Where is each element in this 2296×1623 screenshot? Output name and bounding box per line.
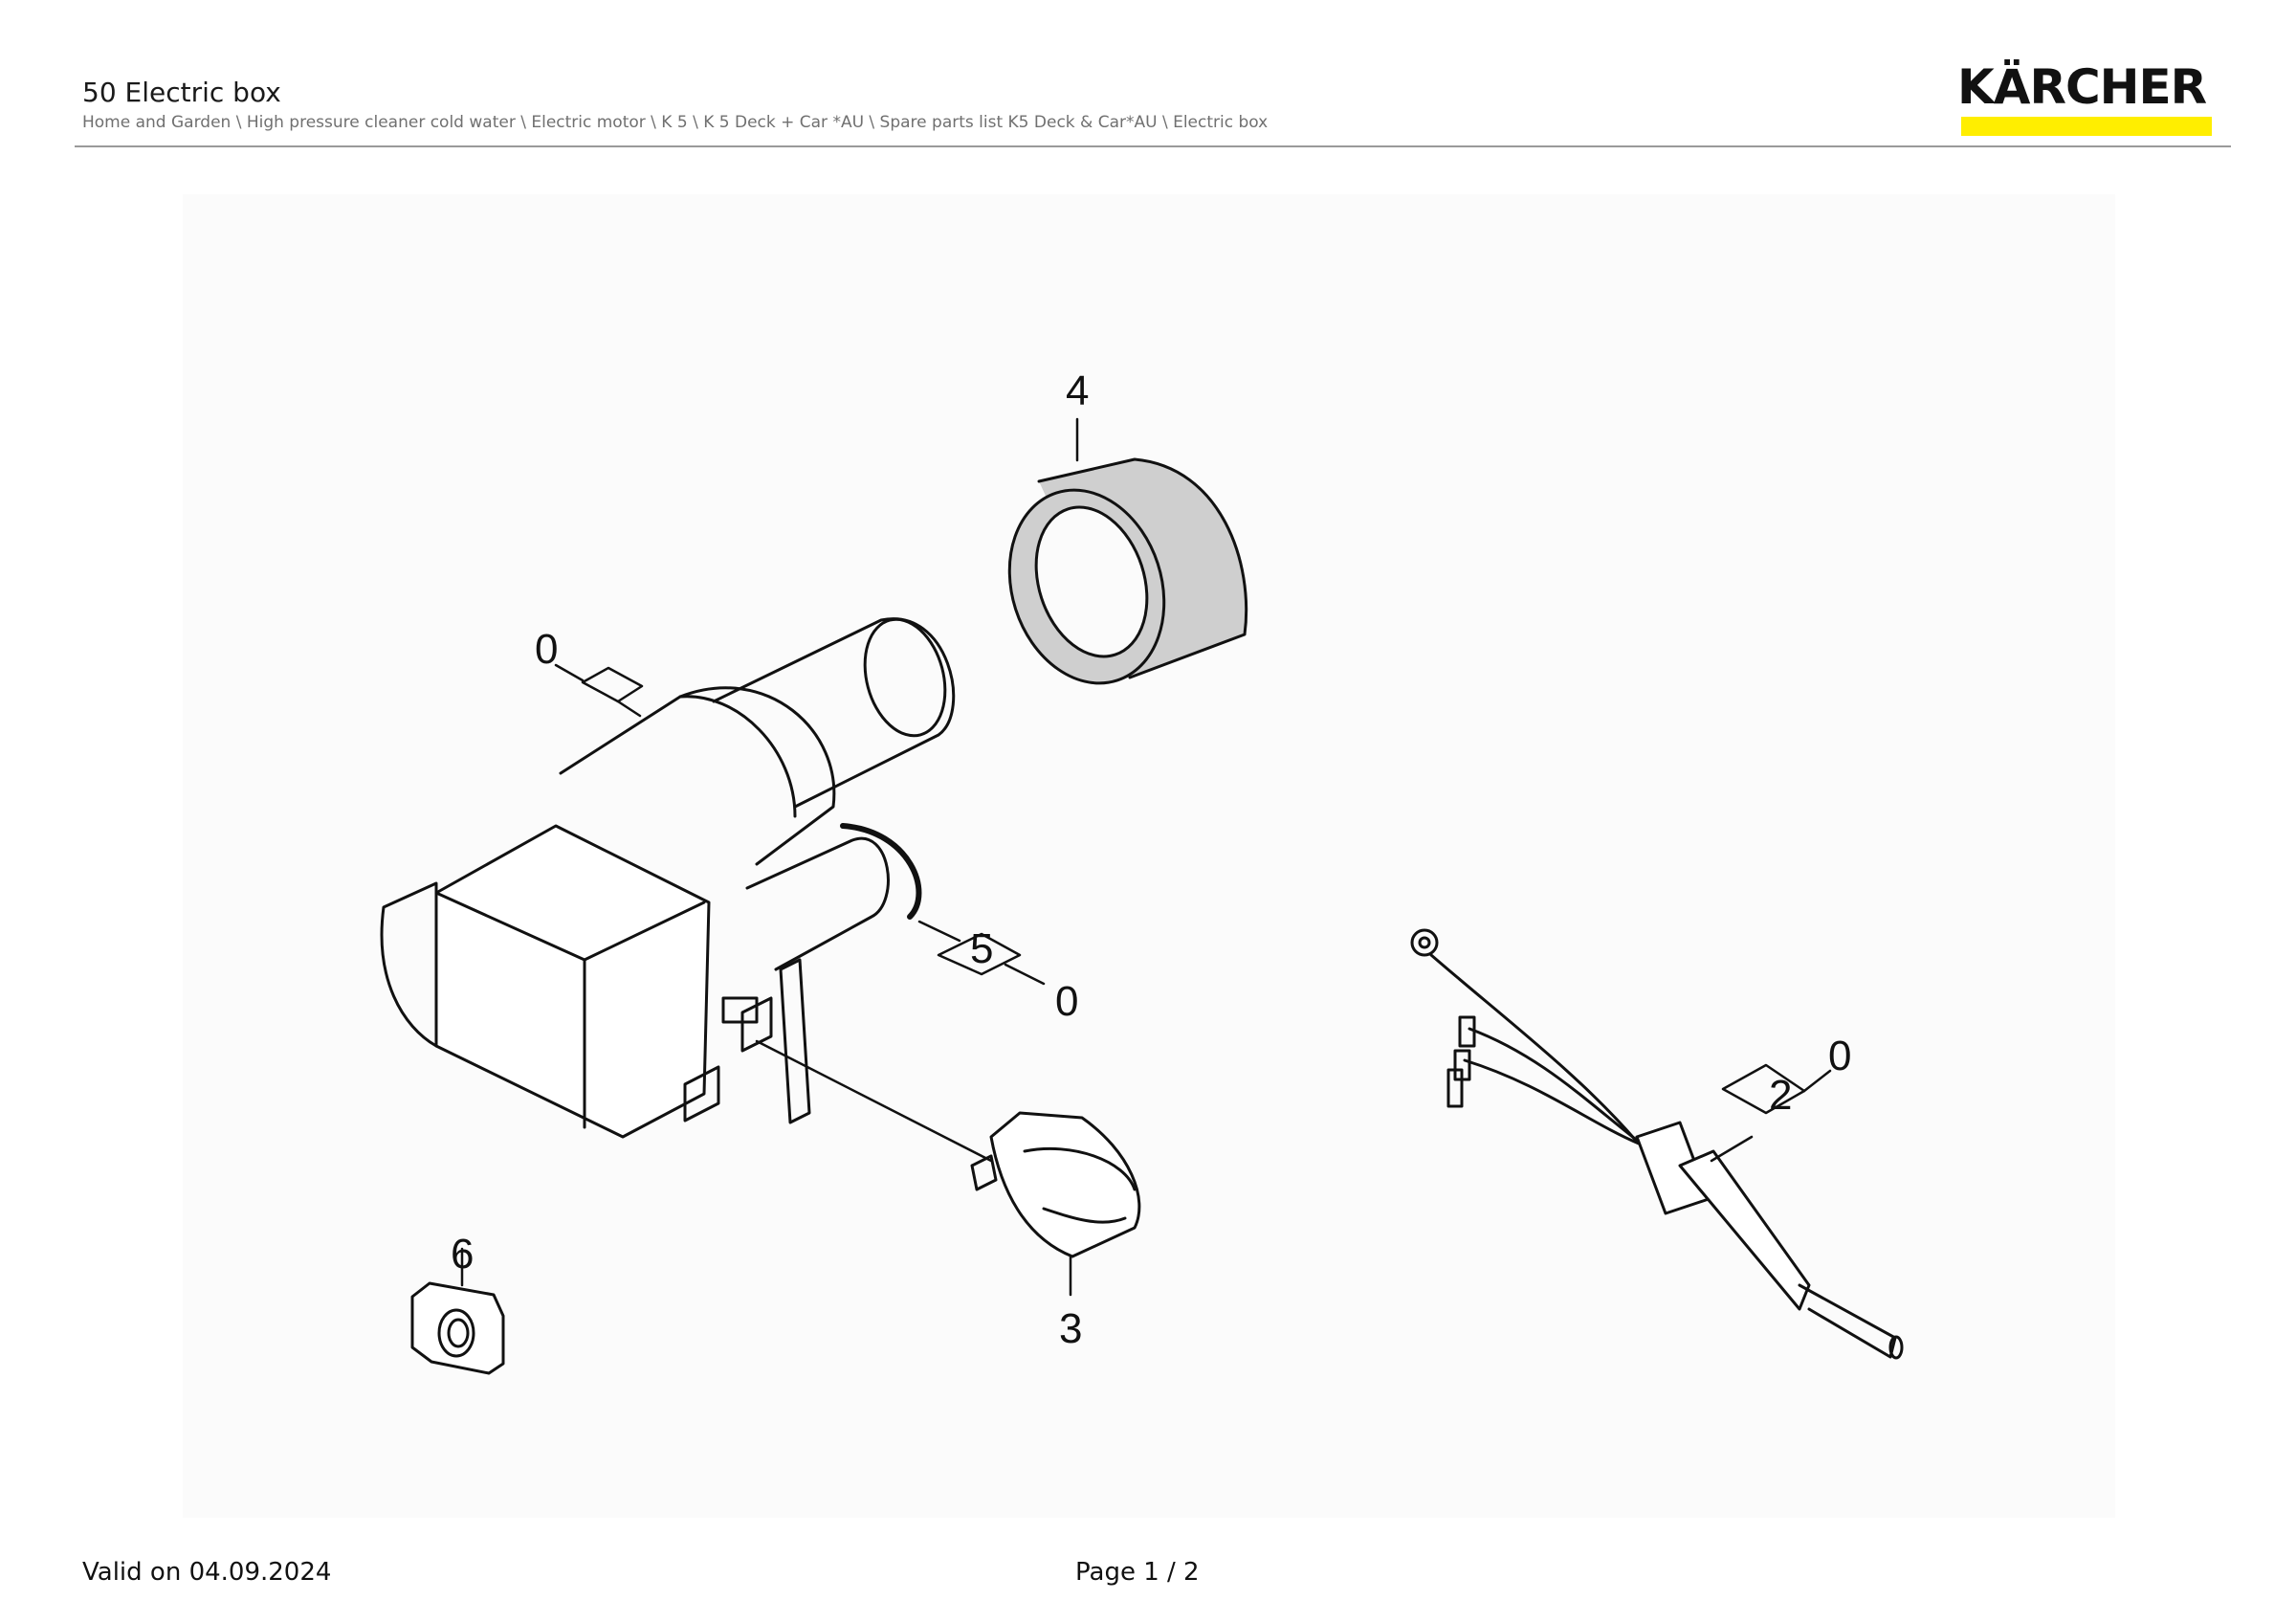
callout-0-cable: 0 — [1828, 1033, 1851, 1079]
callout-0-cable-loop: 0 — [1055, 978, 1078, 1025]
callout-0-motor: 0 — [535, 626, 558, 673]
header-divider — [75, 145, 2231, 147]
callout-5: 5 — [970, 925, 993, 972]
logo-yellow-bar — [1961, 117, 2212, 136]
callout-3: 3 — [1059, 1305, 1082, 1352]
callout-6: 6 — [451, 1231, 474, 1278]
part-6-bushing — [410, 1247, 505, 1375]
part-2-cable-harness — [1410, 928, 1904, 1360]
part-3-knob — [970, 1111, 1141, 1297]
part-5-cable-loop — [840, 823, 922, 920]
electric-box-assembly — [380, 617, 993, 1163]
part-4-ring — [1007, 417, 1248, 685]
kaercher-logo: KÄRCHER — [1957, 59, 2207, 115]
diagram-svg: 0 5 0 4 3 6 2 0 — [380, 367, 1904, 1375]
page-title: 50 Electric box — [82, 77, 281, 108]
page-number: Page 1 / 2 — [1075, 1558, 1200, 1587]
callout-2: 2 — [1769, 1072, 1792, 1119]
valid-date: Valid on 04.09.2024 — [82, 1558, 332, 1587]
exploded-parts-diagram: 0 5 0 4 3 6 2 0 — [183, 194, 2115, 1518]
callout-leaders — [554, 663, 1832, 1115]
callout-4: 4 — [1066, 367, 1089, 414]
breadcrumb: Home and Garden \ High pressure cleaner … — [82, 113, 1269, 132]
